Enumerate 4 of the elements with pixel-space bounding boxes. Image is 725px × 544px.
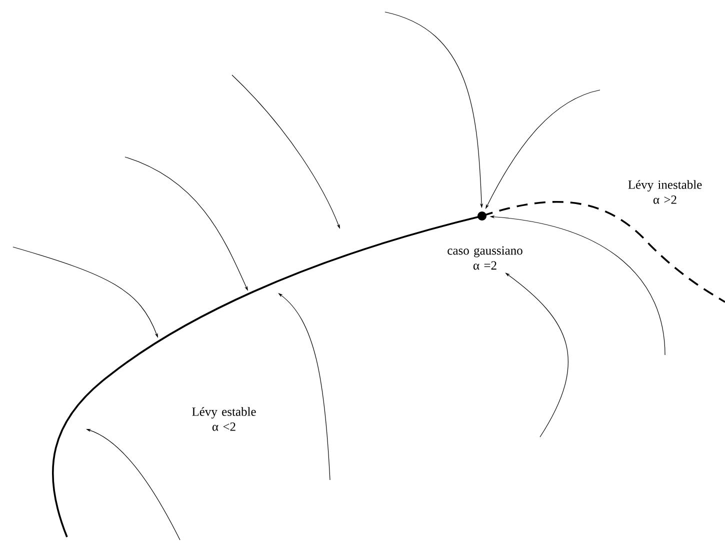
region-label: Lévy inestable α >2	[628, 180, 702, 204]
fixed-point-dot	[478, 212, 486, 220]
region-label: Lévy estable α <2	[192, 407, 256, 431]
point-label: caso gaussiano α =2	[448, 246, 522, 270]
